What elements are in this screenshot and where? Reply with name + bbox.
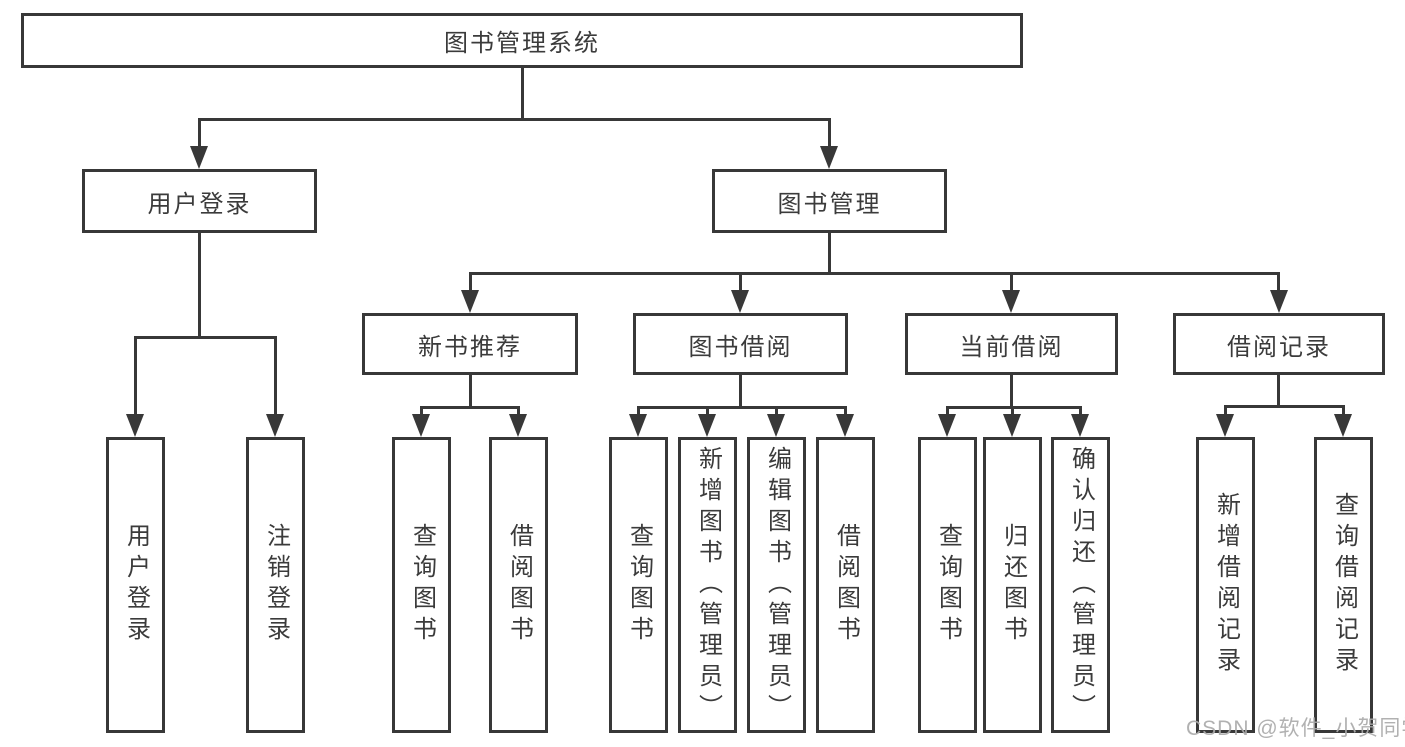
connector-line xyxy=(637,406,847,409)
connector-line xyxy=(420,406,423,418)
arrowhead-down xyxy=(1002,290,1020,313)
leaf-query-books-2-label: 查询图书 xyxy=(625,523,653,647)
connector-line xyxy=(739,375,742,409)
leaf-confirm-return-admin: 确认归还（管理员） xyxy=(1051,437,1110,733)
connector-line xyxy=(198,118,201,152)
arrowhead-down xyxy=(1334,414,1352,437)
node-borrow-records-label: 借阅记录 xyxy=(1227,333,1331,361)
leaf-user-login-label: 用户登录 xyxy=(122,523,150,647)
arrowhead-down xyxy=(461,290,479,313)
arrowhead-down xyxy=(190,146,208,169)
leaf-logout: 注销登录 xyxy=(246,437,305,733)
node-root: 图书管理系统 xyxy=(21,13,1023,68)
connector-line xyxy=(469,272,1279,275)
connector-line xyxy=(637,406,640,418)
connector-line xyxy=(844,406,847,418)
arrowhead-down xyxy=(767,414,785,437)
connector-line xyxy=(706,406,709,418)
leaf-return-book: 归还图书 xyxy=(983,437,1042,733)
node-book-management: 图书管理 xyxy=(712,169,947,233)
node-book-management-label: 图书管理 xyxy=(777,190,882,218)
leaf-query-borrow-record: 查询借阅记录 xyxy=(1314,437,1373,733)
leaf-borrow-books-1-label: 借阅图书 xyxy=(505,523,533,647)
arrowhead-down xyxy=(412,414,430,437)
node-book-borrow: 图书借阅 xyxy=(633,313,848,375)
leaf-query-books-2: 查询图书 xyxy=(609,437,668,733)
connector-line xyxy=(946,406,1082,409)
node-root-label: 图书管理系统 xyxy=(444,30,600,57)
connector-line xyxy=(1010,272,1013,292)
arrowhead-down xyxy=(1003,414,1021,437)
node-borrow-records: 借阅记录 xyxy=(1173,313,1385,375)
connector-line xyxy=(1011,406,1014,418)
node-current-borrow: 当前借阅 xyxy=(905,313,1118,375)
arrowhead-down xyxy=(820,146,838,169)
connector-line xyxy=(521,68,524,118)
leaf-confirm-return-admin-label: 确认归还（管理员） xyxy=(1067,445,1095,725)
leaf-add-book-admin: 新增图书（管理员） xyxy=(678,437,737,733)
leaf-borrow-books-1: 借阅图书 xyxy=(489,437,548,733)
connector-line xyxy=(134,336,137,416)
connector-line xyxy=(198,118,830,121)
leaf-add-book-admin-label: 新增图书（管理员） xyxy=(694,445,722,725)
node-new-book-recommend: 新书推荐 xyxy=(362,313,578,375)
arrowhead-down xyxy=(1071,414,1089,437)
node-user-login: 用户登录 xyxy=(82,169,317,233)
arrowhead-down xyxy=(1270,290,1288,313)
connector-line xyxy=(828,118,831,152)
connector-line xyxy=(946,406,949,418)
csdn-watermark: CSDN @软件_小贺同学 xyxy=(1186,717,1405,740)
connector-line xyxy=(828,233,831,275)
node-book-borrow-label: 图书借阅 xyxy=(688,333,793,361)
leaf-query-borrow-record-label: 查询借阅记录 xyxy=(1330,492,1358,678)
connector-line xyxy=(469,272,472,292)
connector-line xyxy=(469,375,472,409)
leaf-query-books-1-label: 查询图书 xyxy=(408,523,436,647)
connector-line xyxy=(739,272,742,292)
connector-line xyxy=(775,406,778,418)
arrowhead-down xyxy=(126,414,144,437)
leaf-edit-book-admin: 编辑图书（管理员） xyxy=(747,437,806,733)
connector-line xyxy=(1224,405,1227,418)
leaf-edit-book-admin-label: 编辑图书（管理员） xyxy=(763,445,791,725)
connector-line xyxy=(420,406,520,409)
node-user-login-label: 用户登录 xyxy=(147,190,252,218)
node-current-borrow-label: 当前借阅 xyxy=(959,333,1064,361)
connector-line xyxy=(198,233,201,339)
node-new-book-recommend-label: 新书推荐 xyxy=(418,333,522,361)
arrowhead-down xyxy=(1216,414,1234,437)
connector-line xyxy=(134,336,277,339)
arrowhead-down xyxy=(836,414,854,437)
arrowhead-down xyxy=(698,414,716,437)
leaf-add-borrow-record-label: 新增借阅记录 xyxy=(1212,492,1240,678)
leaf-query-books-1: 查询图书 xyxy=(392,437,451,733)
connector-line xyxy=(1079,406,1082,418)
connector-line xyxy=(1010,375,1013,409)
leaf-logout-label: 注销登录 xyxy=(262,523,290,647)
connector-line xyxy=(1277,272,1280,292)
arrowhead-down xyxy=(509,414,527,437)
connector-line xyxy=(1224,405,1345,408)
connector-line xyxy=(517,406,520,418)
leaf-query-books-3-label: 查询图书 xyxy=(934,523,962,647)
leaf-return-book-label: 归还图书 xyxy=(999,523,1027,647)
arrowhead-down xyxy=(629,414,647,437)
leaf-query-books-3: 查询图书 xyxy=(918,437,977,733)
leaf-borrow-books-2-label: 借阅图书 xyxy=(832,523,860,647)
arrowhead-down xyxy=(266,414,284,437)
leaf-borrow-books-2: 借阅图书 xyxy=(816,437,875,733)
arrowhead-down xyxy=(938,414,956,437)
connector-line xyxy=(1277,375,1280,408)
leaf-add-borrow-record: 新增借阅记录 xyxy=(1196,437,1255,733)
connector-line xyxy=(1342,405,1345,418)
leaf-user-login: 用户登录 xyxy=(106,437,165,733)
arrowhead-down xyxy=(731,290,749,313)
connector-line xyxy=(274,336,277,416)
